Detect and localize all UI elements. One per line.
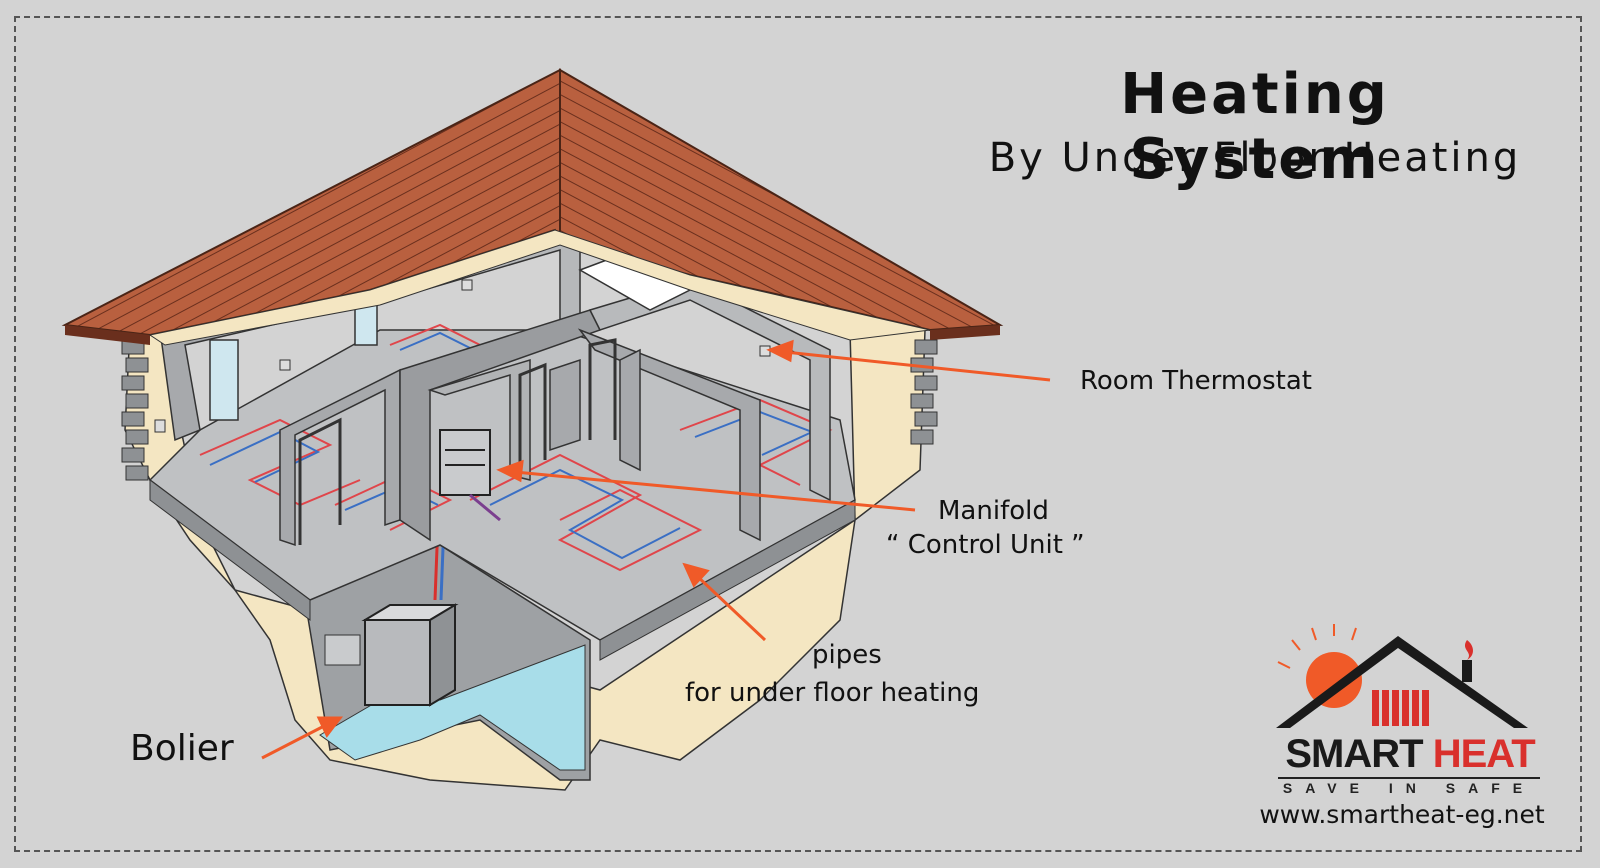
label-pipes-description: for under floor heating — [685, 678, 980, 708]
label-boiler: Bolier — [130, 728, 234, 769]
label-manifold: Manifold — [938, 496, 1049, 526]
page-subtitle: By Under Floor Heating — [988, 135, 1522, 181]
doorways — [298, 338, 617, 545]
windows — [209, 299, 378, 421]
manifold-arrow — [514, 470, 916, 512]
dashed-frame — [14, 16, 1582, 852]
website-url: www.smartheat-eg.net — [1259, 800, 1545, 829]
pointer-arrows — [261, 339, 1051, 760]
roof — [61, 68, 1004, 345]
page-title: Heating System — [1120, 62, 1390, 192]
manifold-cabinet — [439, 429, 501, 522]
boiler-arrow — [261, 722, 329, 760]
pipes-arrow — [695, 574, 767, 642]
smart-heat-logo-graphic — [1276, 624, 1528, 728]
logo-name: SMART HEAT — [1275, 732, 1545, 777]
thermostat-arrow — [784, 350, 1051, 382]
logo-name-part1: SMART — [1285, 732, 1423, 776]
label-control-unit: “ Control Unit ” — [886, 530, 1085, 560]
label-pipes: pipes — [812, 640, 882, 670]
logo-tagline: SAVE IN SAFE — [1278, 777, 1540, 796]
thermostat-devices — [154, 279, 771, 433]
boiler-unit — [364, 619, 431, 706]
logo-name-part2: HEAT — [1432, 732, 1536, 776]
label-room-thermostat: Room Thermostat — [1080, 366, 1312, 396]
